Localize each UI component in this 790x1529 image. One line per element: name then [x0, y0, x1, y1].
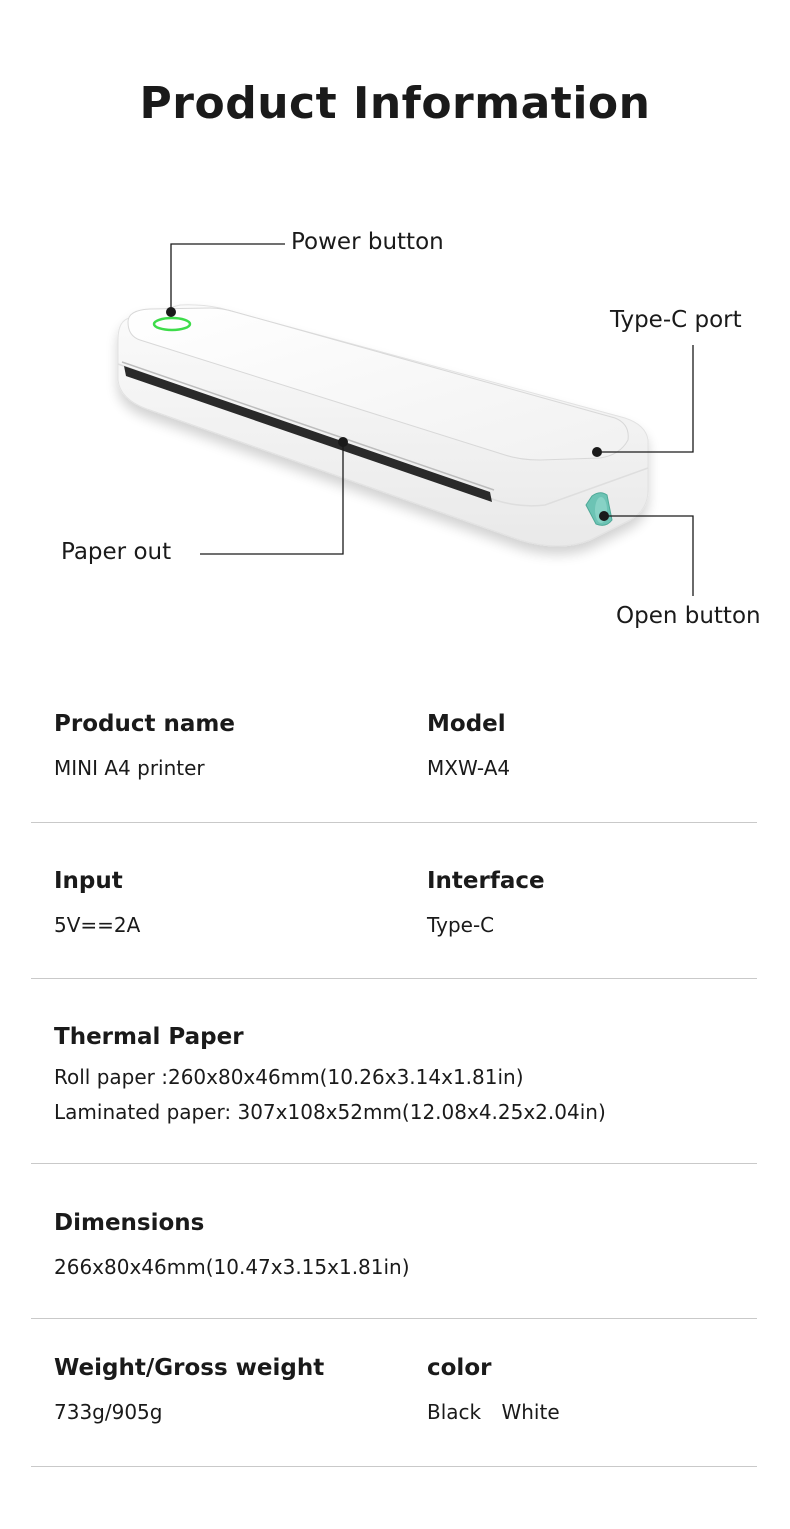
spec-color: color Black White [427, 1355, 560, 1430]
power-led-icon [152, 316, 192, 332]
divider [31, 978, 757, 979]
spec-label: Input [54, 868, 123, 894]
spec-product-name: Product name MINI A4 printer [54, 711, 235, 786]
paper-slot [124, 366, 492, 502]
spec-value-laminated: Laminated paper: 307x108x52mm(12.08x4.25… [54, 1100, 606, 1124]
spec-value: MINI A4 printer [54, 756, 205, 780]
spec-label: Interface [427, 868, 545, 894]
spec-value-roll: Roll paper :260x80x46mm(10.26x3.14x1.81i… [54, 1065, 524, 1089]
spec-weight: Weight/Gross weight 733g/905g [54, 1355, 324, 1430]
spec-label: Model [427, 711, 506, 737]
spec-value: 733g/905g [54, 1400, 163, 1424]
spec-label: Dimensions [54, 1210, 205, 1236]
spec-label: Thermal Paper [54, 1024, 244, 1050]
callout-type-c-port: Type-C port [610, 307, 742, 333]
spec-dimensions: Dimensions 266x80x46mm(10.47x3.15x1.81in… [54, 1210, 410, 1285]
spec-thermal-paper: Thermal Paper Roll paper :260x80x46mm(10… [54, 1024, 606, 1130]
page-title: Product Information [139, 78, 651, 129]
spec-value: Type-C [427, 913, 495, 937]
callout-open-button: Open button [616, 603, 761, 629]
spec-value: 266x80x46mm(10.47x3.15x1.81in) [54, 1255, 410, 1279]
printer-diagram [117, 243, 694, 596]
spec-label: color [427, 1355, 492, 1381]
spec-value: Black White [427, 1395, 560, 1430]
divider [31, 1318, 757, 1319]
printer-body [117, 304, 649, 547]
callout-paper-out: Paper out [61, 539, 172, 565]
color-option-black: Black [427, 1400, 482, 1424]
spec-label: Product name [54, 711, 235, 737]
divider [31, 822, 757, 823]
spec-label: Weight/Gross weight [54, 1355, 325, 1381]
spec-interface: Interface Type-C [427, 868, 545, 943]
spec-value: MXW-A4 [427, 756, 511, 780]
spec-input: Input 5V==2A [54, 868, 140, 943]
divider [31, 1466, 757, 1467]
spec-model: Model MXW-A4 [427, 711, 510, 786]
color-option-white: White [501, 1400, 560, 1424]
callout-power-button: Power button [291, 229, 444, 255]
spec-value: 5V==2A [54, 913, 141, 937]
divider [31, 1163, 757, 1164]
